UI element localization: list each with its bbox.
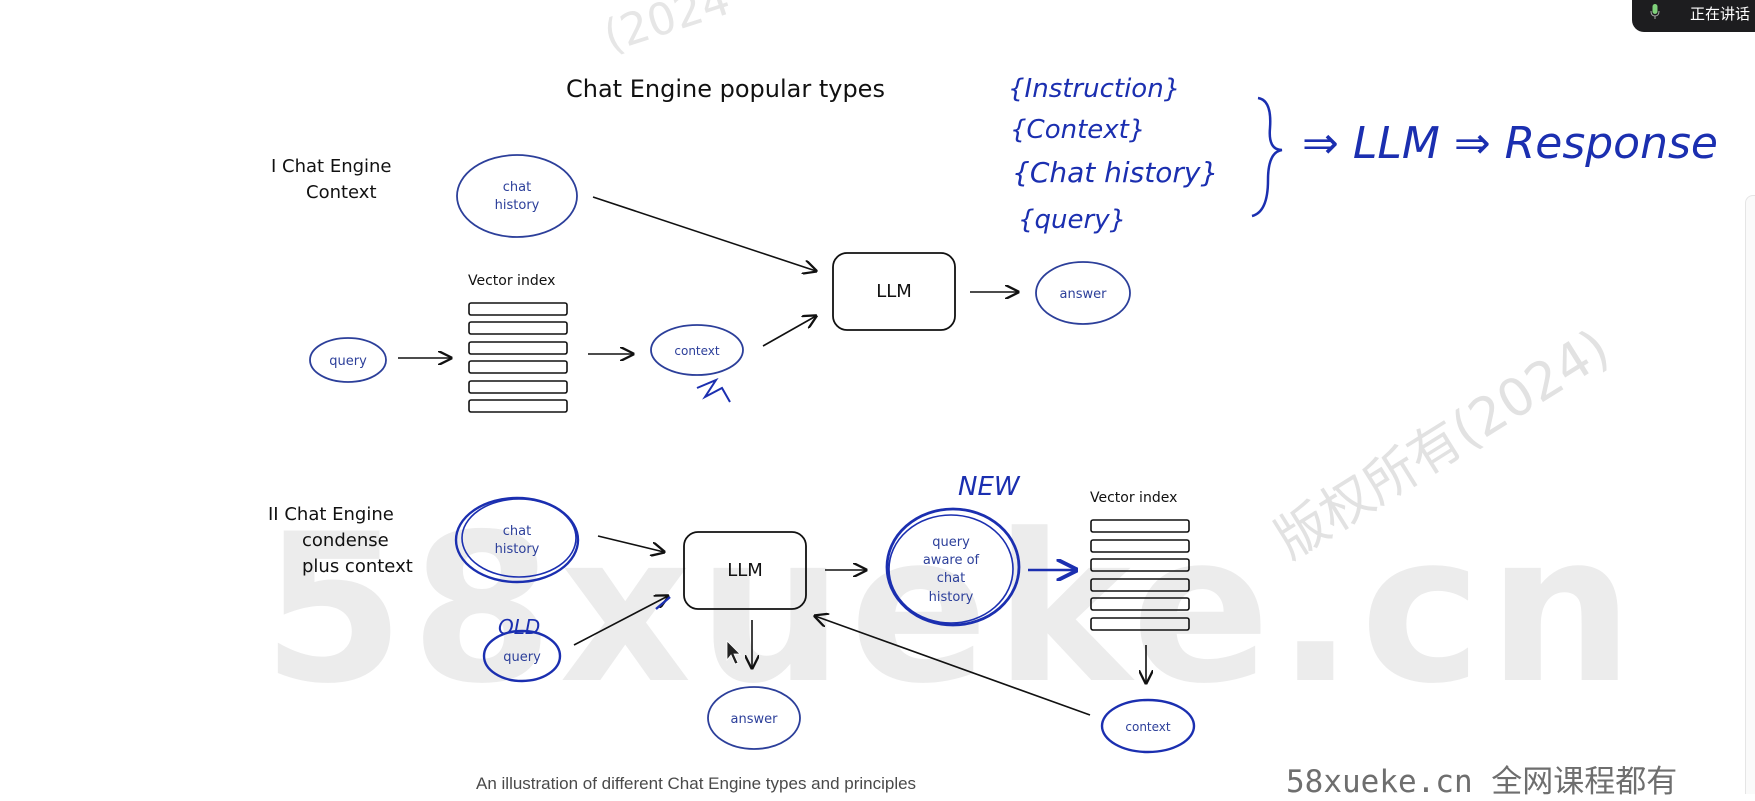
llm-2-text: LLM xyxy=(727,560,763,581)
annotation-query: {query} xyxy=(1018,205,1126,235)
llm-box-2 xyxy=(683,531,807,610)
annotation-new: NEW xyxy=(958,472,1021,502)
answer-text: answer xyxy=(1060,287,1108,302)
annotation-chat-history: {Chat history} xyxy=(1012,156,1218,189)
side-panel-edge[interactable] xyxy=(1745,195,1755,794)
microphone-icon xyxy=(1650,4,1660,19)
section1-label-line1: I Chat Engine xyxy=(271,156,392,177)
annotation-instruction: {Instruction} xyxy=(1008,74,1180,104)
recording-indicator[interactable] xyxy=(1632,0,1755,32)
annotation-old: OLD xyxy=(498,615,540,639)
query-aware-line1: query xyxy=(932,535,970,550)
chat-history-2-line1: chat xyxy=(503,524,531,539)
bottom-watermark: 58xueke.cn 全网课程都有 xyxy=(1286,764,1678,800)
answer-2-text: answer xyxy=(731,712,779,727)
llm-box xyxy=(832,252,956,331)
query-aware-node xyxy=(885,507,1021,627)
section2-arrows xyxy=(573,535,1146,716)
chat-history-node-2 xyxy=(454,496,580,584)
llm-text: LLM xyxy=(876,281,912,302)
query-text: query xyxy=(329,354,367,369)
section-1: I Chat Engine Context chat history Vecto… xyxy=(271,154,1131,413)
chat-history-2-line2: history xyxy=(495,542,540,557)
watermark-top: (2024 xyxy=(598,0,737,62)
query-aware-line3: chat xyxy=(937,571,965,586)
section2-label-line3: plus context xyxy=(302,556,413,577)
figure-caption: An illustration of different Chat Engine… xyxy=(476,774,917,793)
mouse-cursor-icon xyxy=(726,640,741,665)
query-aware-line4: history xyxy=(929,590,974,605)
context-node xyxy=(650,324,744,376)
diagram-title: Chat Engine popular types xyxy=(566,75,885,103)
answer-node xyxy=(1035,261,1131,325)
vector-index-stack xyxy=(468,302,568,413)
chat-history-node xyxy=(456,154,578,238)
context-2-text: context xyxy=(1125,720,1171,734)
section-2: II Chat Engine condense plus context cha… xyxy=(268,472,1196,754)
context-scribble xyxy=(696,377,731,403)
prompt-annotation: {Instruction} {Context} {Chat history} {… xyxy=(1008,74,1718,235)
section1-arrows xyxy=(398,196,1018,358)
query-aware-line2: aware of xyxy=(923,553,980,568)
annotation-flow: ⇒ LLM ⇒ Response xyxy=(1302,118,1718,169)
chat-history-line1: chat xyxy=(503,180,531,195)
recording-label: 正在讲话 xyxy=(1690,5,1751,23)
section1-label-line2: Context xyxy=(306,182,377,203)
context-text: context xyxy=(674,344,720,358)
section2-label-line2: condense xyxy=(302,530,389,551)
annotation-brace xyxy=(1251,96,1283,218)
context-node-2 xyxy=(1100,698,1196,754)
query-node xyxy=(309,337,387,383)
query-node-2 xyxy=(482,629,562,683)
watermark-big: 58xueke.cn xyxy=(262,491,1640,729)
vector-index-stack-2 xyxy=(1090,519,1190,631)
annotation-context: {Context} xyxy=(1010,115,1145,145)
section2-label-line1: II Chat Engine xyxy=(268,504,394,525)
answer-node-2 xyxy=(707,686,801,750)
chat-history-line2: history xyxy=(495,198,540,213)
vector-index-label: Vector index xyxy=(468,273,555,289)
vector-index-label-2: Vector index xyxy=(1090,490,1177,506)
query-2-text: query xyxy=(503,650,541,665)
